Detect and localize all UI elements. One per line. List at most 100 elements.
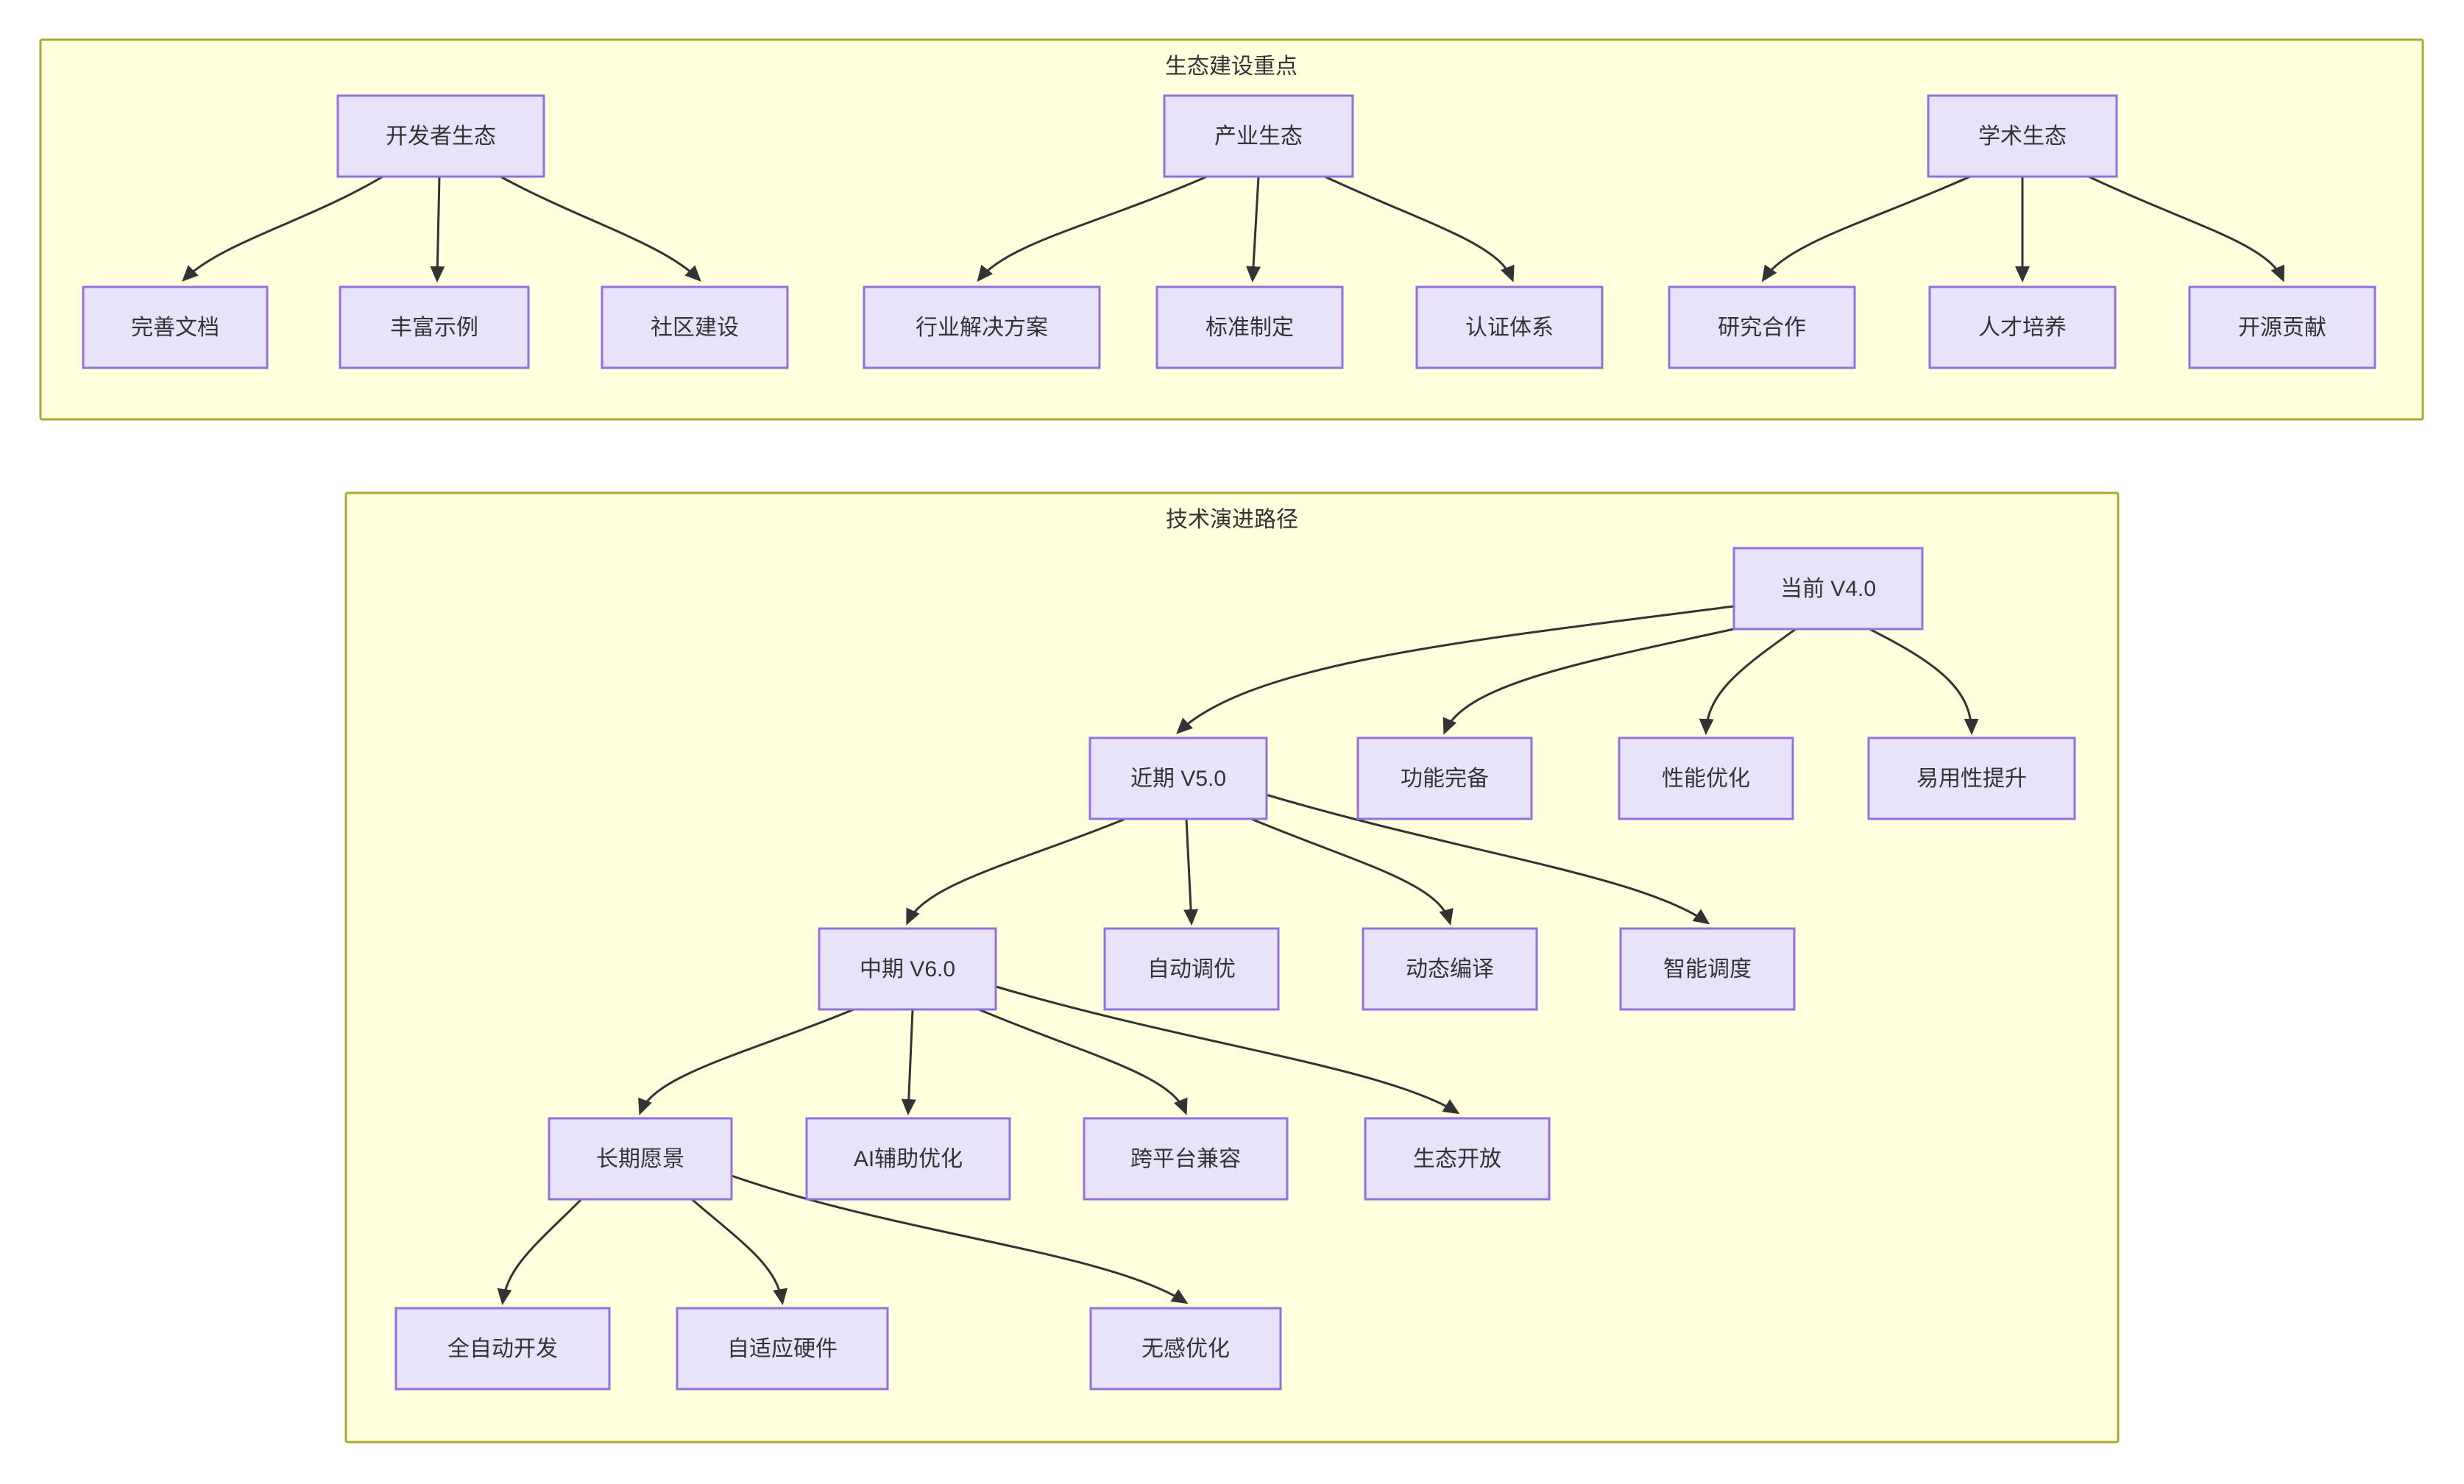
node-box[interactable] (863, 285, 1101, 369)
node-box[interactable] (1362, 927, 1538, 1011)
node-perf[interactable]: 性能优化 (1618, 736, 1794, 820)
node-label: 动态编译 (1406, 957, 1494, 981)
node-label: 研究合作 (1718, 316, 1806, 340)
node-cross-platform[interactable]: 跨平台兼容 (1083, 1117, 1289, 1201)
node-label: 自适应硬件 (727, 1337, 838, 1361)
node-box[interactable] (336, 94, 545, 178)
edge-industry-eco-to-certification (1324, 175, 1515, 283)
node-box[interactable] (601, 285, 789, 369)
node-label: 社区建设 (651, 316, 739, 340)
node-box[interactable] (394, 1307, 611, 1391)
node-academic-eco[interactable]: 学术生态 (1927, 94, 2118, 178)
edge-dev-eco-to-community (500, 175, 701, 282)
node-box[interactable] (339, 285, 530, 369)
node-box[interactable] (1619, 927, 1796, 1011)
node-label: 开发者生态 (386, 124, 496, 149)
edge-dev-eco-to-examples (430, 176, 445, 283)
node-vision[interactable]: 长期愿景 (548, 1117, 733, 1201)
node-box[interactable] (2188, 285, 2376, 369)
node-label: 完善文档 (131, 316, 219, 340)
node-label: 标准制定 (1206, 316, 1294, 340)
edge-academic-eco-to-research (1761, 175, 1971, 283)
cluster-title: 生态建设重点 (1165, 54, 1298, 79)
node-industry-eco[interactable]: 产业生态 (1163, 94, 1354, 178)
edge-dev-eco-to-docs (182, 175, 383, 282)
node-box[interactable] (1618, 736, 1794, 820)
node-box[interactable] (1083, 1117, 1289, 1201)
node-usability[interactable]: 易用性提升 (1867, 736, 2076, 820)
edge-v60-to-vision (638, 1008, 854, 1115)
node-ai-opt[interactable]: AI辅助优化 (805, 1117, 1011, 1201)
edge-industry-eco-to-standards (1246, 176, 1261, 283)
node-examples[interactable]: 丰富示例 (339, 285, 530, 369)
node-label: 性能优化 (1662, 767, 1750, 791)
edge-vision-to-auto-dev (497, 1198, 583, 1305)
node-box[interactable] (818, 927, 997, 1011)
node-opensource[interactable]: 开源贡献 (2188, 285, 2376, 369)
node-solutions[interactable]: 行业解决方案 (863, 285, 1101, 369)
node-seamless-opt[interactable]: 无感优化 (1089, 1307, 1282, 1391)
node-label: 丰富示例 (390, 316, 478, 340)
node-box[interactable] (1668, 285, 1856, 369)
edge-v50-to-autotune (1183, 818, 1199, 926)
node-v40[interactable]: 当前 V4.0 (1732, 547, 1924, 631)
node-dev-eco[interactable]: 开发者生态 (336, 94, 545, 178)
node-box[interactable] (805, 1117, 1011, 1201)
node-box[interactable] (676, 1307, 889, 1391)
node-box[interactable] (1927, 94, 2118, 178)
node-community[interactable]: 社区建设 (601, 285, 789, 369)
node-label: 自动调优 (1147, 957, 1236, 981)
node-auto-dev[interactable]: 全自动开发 (394, 1307, 611, 1391)
node-label: 当前 V4.0 (1780, 577, 1876, 601)
node-docs[interactable]: 完善文档 (82, 285, 269, 369)
node-v50[interactable]: 近期 V5.0 (1088, 736, 1268, 820)
node-research[interactable]: 研究合作 (1668, 285, 1856, 369)
node-box[interactable] (1928, 285, 2117, 369)
node-label: 易用性提升 (1916, 767, 2027, 791)
node-autotune[interactable]: 自动调优 (1103, 927, 1280, 1011)
node-label: 行业解决方案 (916, 316, 1048, 340)
node-label: 近期 V5.0 (1130, 767, 1226, 791)
node-box[interactable] (548, 1117, 733, 1201)
edge-v50-to-jit (1250, 817, 1454, 926)
node-label: 生态开放 (1413, 1147, 1501, 1171)
edge-academic-eco-to-opensource (2088, 175, 2284, 283)
edge-v60-to-ai-opt (901, 1009, 916, 1115)
node-box[interactable] (82, 285, 269, 369)
node-box[interactable] (1364, 1117, 1551, 1201)
node-label: 人才培养 (1978, 316, 2067, 340)
edge-v60-to-cross-platform (978, 1008, 1188, 1115)
node-label: 长期愿景 (596, 1147, 684, 1171)
edge-v50-to-v60 (906, 817, 1126, 926)
node-box[interactable] (1088, 736, 1268, 820)
node-box[interactable] (1155, 285, 1344, 369)
node-label: 无感优化 (1141, 1337, 1230, 1361)
node-label: 智能调度 (1663, 957, 1752, 981)
node-feature[interactable]: 功能完备 (1356, 736, 1533, 820)
node-adaptive-hw[interactable]: 自适应硬件 (676, 1307, 889, 1391)
node-label: 产业生态 (1214, 124, 1303, 149)
node-standards[interactable]: 标准制定 (1155, 285, 1344, 369)
node-label: 全自动开发 (447, 1337, 558, 1361)
edge-v40-to-feature (1442, 628, 1735, 735)
node-open-eco[interactable]: 生态开放 (1364, 1117, 1551, 1201)
node-v60[interactable]: 中期 V6.0 (818, 927, 997, 1011)
node-box[interactable] (1103, 927, 1280, 1011)
node-box[interactable] (1415, 285, 1604, 369)
edge-v40-to-usability (1869, 628, 1979, 735)
node-box[interactable] (1163, 94, 1354, 178)
node-box[interactable] (1867, 736, 2076, 820)
edge-vision-to-adaptive-hw (691, 1198, 788, 1305)
node-box[interactable] (1356, 736, 1533, 820)
node-box[interactable] (1732, 547, 1924, 631)
node-label: AI辅助优化 (854, 1147, 963, 1171)
node-talent[interactable]: 人才培养 (1928, 285, 2117, 369)
node-box[interactable] (1089, 1307, 1282, 1391)
node-jit[interactable]: 动态编译 (1362, 927, 1538, 1011)
node-certification[interactable]: 认证体系 (1415, 285, 1604, 369)
node-label: 功能完备 (1401, 767, 1489, 791)
node-scheduler[interactable]: 智能调度 (1619, 927, 1796, 1011)
edge-v60-to-open-eco (993, 984, 1460, 1115)
